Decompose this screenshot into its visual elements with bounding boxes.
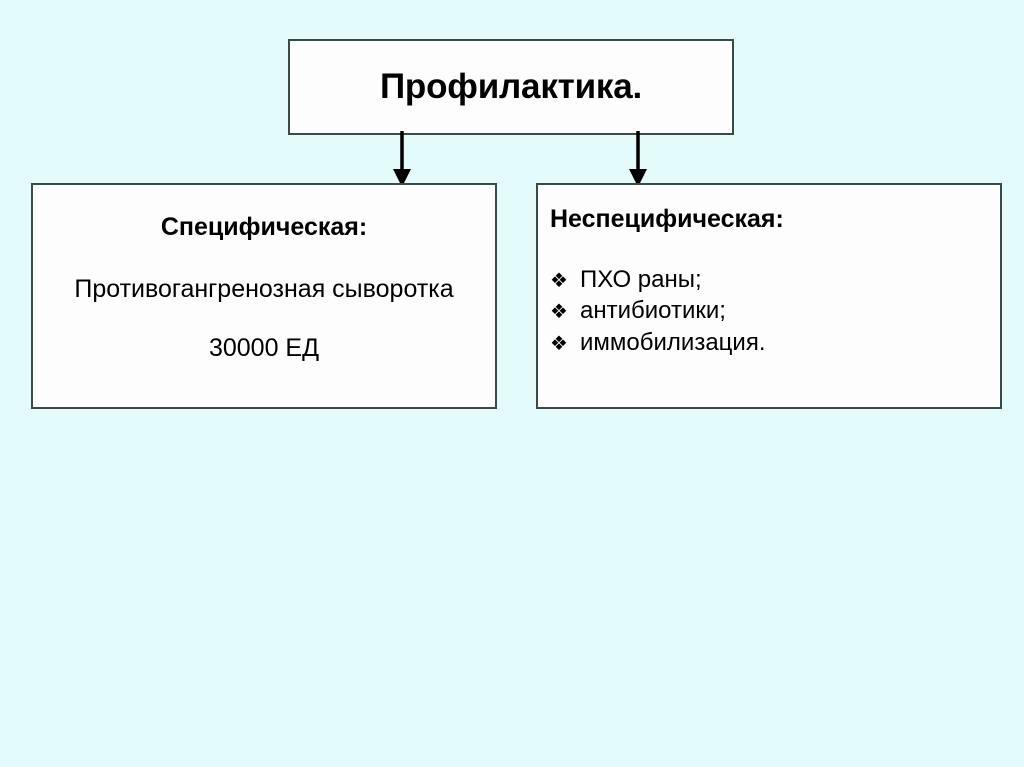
nonspecific-prophylaxis-box: Неспецифическая: ❖ ПХО раны; ❖ антибиоти… xyxy=(536,183,1002,409)
arrow-to-specific-icon xyxy=(393,131,411,187)
list-item: ❖ ПХО раны; xyxy=(550,264,765,296)
specific-prophylaxis-box: Специфическая: Противогангренозная сывор… xyxy=(31,183,497,409)
specific-heading: Специфическая: xyxy=(160,213,368,241)
list-item: ❖ антибиотики; xyxy=(550,295,765,327)
list-item-label: ПХО раны; xyxy=(580,265,702,293)
title-text: Профилактика. xyxy=(379,66,643,106)
title-box: Профилактика. xyxy=(288,39,734,135)
diamond-bullet-icon: ❖ xyxy=(550,301,568,324)
list-item-label: иммобилизация. xyxy=(580,329,766,357)
specific-serum-text: Противогангренозная сыворотка xyxy=(74,274,454,303)
diamond-bullet-icon: ❖ xyxy=(550,333,568,356)
list-item-label: антибиотики; xyxy=(580,297,726,325)
nonspecific-measures-list: ❖ ПХО раны; ❖ антибиотики; ❖ иммобилизац… xyxy=(550,264,765,359)
specific-dose-text: 30000 ЕД xyxy=(208,333,320,362)
diamond-bullet-icon: ❖ xyxy=(550,269,568,292)
arrow-to-nonspecific-icon xyxy=(629,131,647,187)
list-item: ❖ иммобилизация. xyxy=(550,327,765,359)
nonspecific-heading: Неспецифическая: xyxy=(550,205,784,233)
